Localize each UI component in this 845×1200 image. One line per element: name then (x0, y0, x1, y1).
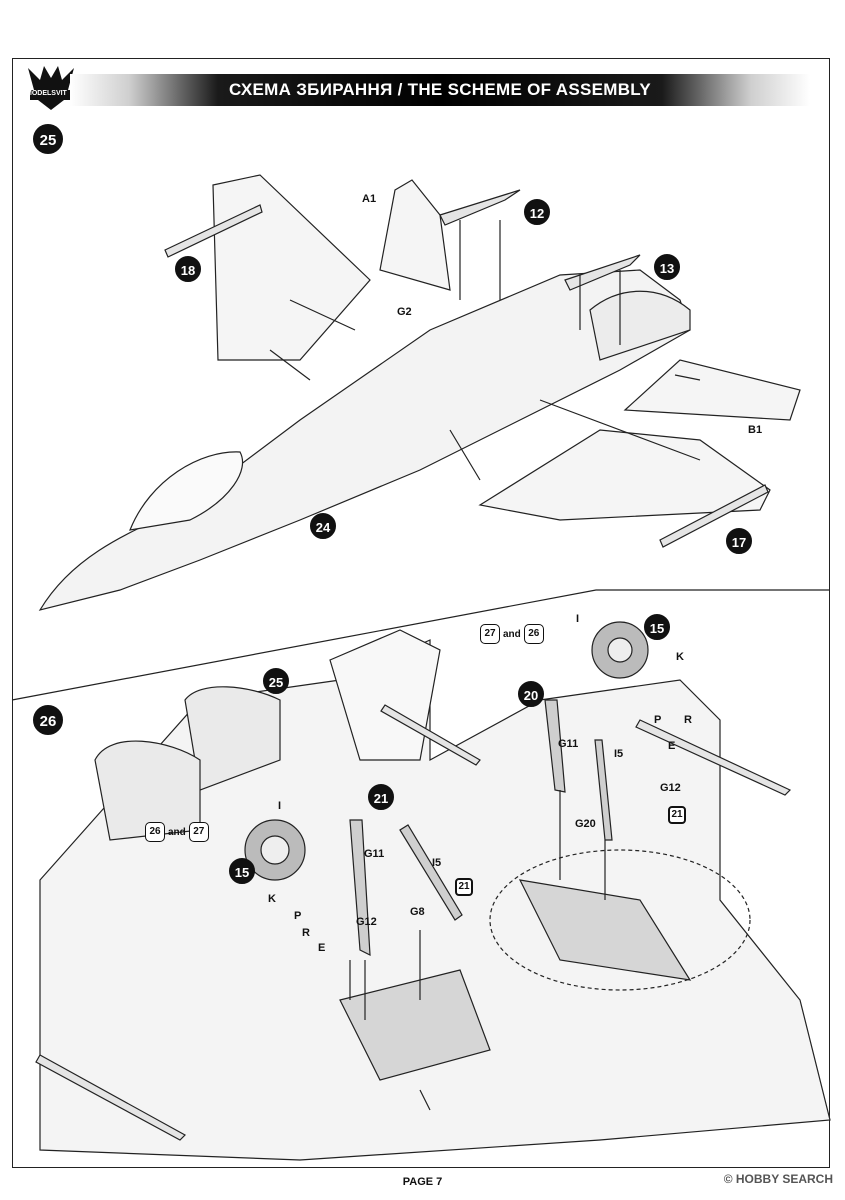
label-g20: G20 (575, 818, 596, 830)
left-wing-18 (212, 174, 371, 361)
callout-21-mid: 21 (455, 878, 473, 896)
label-i5-right: I5 (614, 748, 624, 760)
callout-12: 12 (524, 199, 550, 225)
ref-left: 26 and 27 (145, 822, 209, 842)
label-i-left: I (278, 800, 282, 812)
strut-right (544, 699, 566, 793)
modelsvit-logo (28, 66, 74, 110)
callout-24: 24 (310, 513, 336, 539)
label-p-left: P (294, 910, 302, 922)
callout-20: 20 (518, 681, 544, 707)
callout-13: 13 (654, 254, 680, 280)
label-g2: G2 (397, 306, 412, 318)
label-e-right: E (668, 740, 676, 752)
engine-nacelle-left (184, 686, 281, 791)
label-g11-right: G11 (558, 738, 579, 750)
gear-bay-right (518, 879, 692, 981)
missile-left (35, 1054, 186, 1141)
page-frame (12, 58, 830, 1168)
rail-18 (164, 204, 263, 258)
callout-21-right: 21 (668, 806, 686, 824)
header-band (70, 74, 810, 106)
callout-15-right: 15 (644, 614, 670, 640)
label-b1: B1 (748, 424, 763, 436)
label-g11-left: G11 (364, 848, 385, 860)
ref-right-a: 27 (480, 624, 500, 644)
underside-fuselage (39, 639, 831, 1161)
label-r-right: R (684, 714, 692, 726)
stab-b1 (623, 359, 801, 421)
rail-17 (659, 484, 769, 548)
ref-right-and: and (503, 628, 521, 640)
right-wing-17 (478, 429, 771, 521)
missile-upper (380, 704, 481, 766)
label-p-right: P (654, 714, 662, 726)
strut-left (349, 819, 371, 957)
ref-left-b: 27 (188, 822, 209, 842)
logo-text: MODELSVIT (26, 90, 67, 97)
watermark: © HOBBY SEARCH (723, 1172, 833, 1186)
ref-left-a: 26 (145, 822, 165, 842)
label-r-left: R (302, 927, 310, 939)
callout-21-left: 21 (368, 784, 394, 810)
strut-g8 (399, 824, 463, 921)
step-25-badge: 25 (33, 124, 63, 154)
bay-outline (489, 849, 751, 991)
label-i-right: I (576, 613, 580, 625)
engine-nacelle-right (94, 740, 201, 841)
page-number: PAGE 7 (402, 1176, 443, 1188)
label-i5-left: I5 (432, 857, 442, 869)
strut-g20 (594, 739, 613, 841)
page-title: СХЕМА ЗБИРАННЯ / THE SCHEME OF ASSEMBLY (228, 80, 652, 99)
ref-left-and: and (168, 826, 186, 838)
fin-a1 (379, 179, 451, 291)
engine-pod (589, 290, 691, 361)
callout-25: 25 (263, 668, 289, 694)
missile-right (635, 719, 792, 796)
label-g12-left: G12 (356, 916, 377, 928)
missile-13 (564, 254, 641, 291)
callout-17: 17 (726, 528, 752, 554)
label-k-left: K (268, 893, 276, 905)
callout-15-left: 15 (229, 858, 255, 884)
callout-18: 18 (175, 256, 201, 282)
label-e-left: E (318, 942, 326, 954)
missile-12 (439, 189, 521, 226)
canopy (129, 451, 244, 531)
label-a1: A1 (362, 193, 377, 205)
label-g8: G8 (410, 906, 425, 918)
ref-right-b: 26 (523, 624, 544, 644)
label-k-right: K (676, 651, 684, 663)
label-g12-right: G12 (660, 782, 681, 794)
step-divider (11, 589, 830, 701)
step-26-badge: 26 (33, 705, 63, 735)
ref-right: 27 and 26 (480, 624, 544, 644)
